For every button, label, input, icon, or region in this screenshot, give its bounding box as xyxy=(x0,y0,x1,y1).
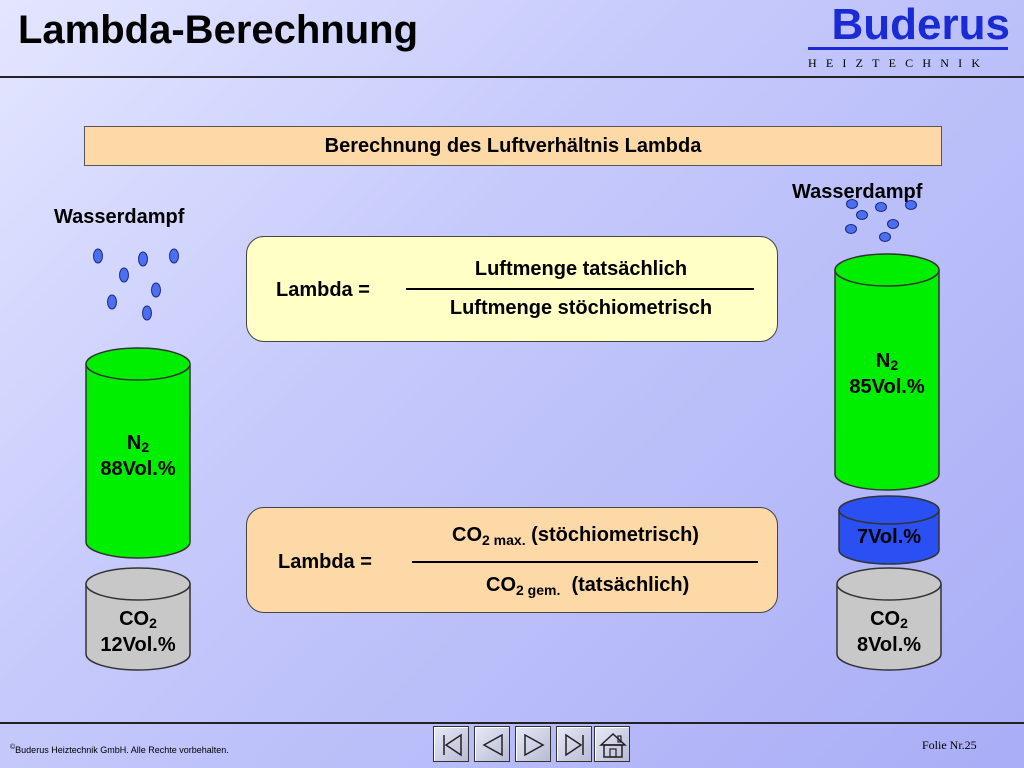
left-n2-cylinder xyxy=(85,347,191,559)
copyright-notice: ©Buderus Heiztechnik GmbH. Alle Rechte v… xyxy=(10,744,229,755)
droplet-icon xyxy=(107,294,117,310)
formula1-fraction-bar xyxy=(406,288,754,290)
copyright-mark: © xyxy=(10,744,16,751)
n2-subscript: 2 xyxy=(890,357,899,373)
right-co2-label: CO2 8Vol.% xyxy=(835,606,943,658)
left-n2-label: N2 88Vol.% xyxy=(84,430,192,482)
left-droplets xyxy=(93,248,179,321)
co2-formula: CO xyxy=(870,608,901,630)
section-banner: Berechnung des Luftverhältnis Lambda xyxy=(84,126,942,166)
left-co2-label: CO2 12Vol.% xyxy=(84,606,192,658)
next-icon xyxy=(524,733,545,757)
home-icon xyxy=(599,732,627,758)
right-droplets xyxy=(845,199,917,242)
nav-last-button[interactable] xyxy=(556,726,592,762)
den-subscript: 2 gem. xyxy=(516,582,561,598)
footer-divider xyxy=(0,722,1024,724)
nav-home-button[interactable] xyxy=(594,726,630,762)
header-divider xyxy=(0,76,1024,78)
n2-value: 85Vol.% xyxy=(849,376,925,398)
n2-formula: N xyxy=(875,350,891,372)
slide-number: Folie Nr.25 xyxy=(922,738,977,752)
formula2-denominator: CO2 gem. (tatsächlich) xyxy=(486,574,689,598)
co2-value: 8Vol.% xyxy=(856,634,922,656)
last-icon xyxy=(565,733,584,757)
num-co-text: CO xyxy=(452,524,482,546)
droplet-icon xyxy=(887,219,899,229)
num-subscript: 2 max. xyxy=(482,532,526,548)
n2-value: 88Vol.% xyxy=(100,458,176,480)
droplet-icon xyxy=(856,210,868,220)
right-o2-label: 7Vol.% xyxy=(856,526,922,548)
left-co2-cylinder xyxy=(85,567,191,671)
nav-next-button[interactable] xyxy=(515,726,551,762)
droplet-icon xyxy=(142,305,152,321)
droplet-icon xyxy=(93,248,103,264)
num-label: (stöchiometrisch) xyxy=(531,524,699,546)
lambda-formula-co2 xyxy=(246,507,778,613)
droplet-icon xyxy=(119,267,129,283)
droplet-icon xyxy=(875,202,887,212)
co2-subscript: 2 xyxy=(149,615,157,631)
page-title: Lambda-Berechnung xyxy=(18,8,419,52)
n2-formula: N xyxy=(126,432,142,454)
logo-underline xyxy=(808,47,1008,50)
formula2-fraction-bar xyxy=(412,561,758,563)
right-n2-label: N2 85Vol.% xyxy=(833,348,941,400)
droplet-icon xyxy=(138,251,148,267)
copyright-text: Buderus Heiztechnik GmbH. Alle Rechte vo… xyxy=(15,745,229,755)
left-vapor-label: Wasserdampf xyxy=(54,206,185,228)
co2-formula: CO xyxy=(119,608,150,630)
den-co-text: CO xyxy=(486,574,516,596)
buderus-logo: Buderus xyxy=(831,0,1010,49)
droplet-icon xyxy=(845,224,857,234)
formula1-lhs: Lambda = xyxy=(276,279,370,301)
n2-subscript: 2 xyxy=(141,439,150,455)
droplet-icon xyxy=(169,248,179,264)
droplet-icon xyxy=(879,232,891,242)
formula2-numerator: CO2 max. (stöchiometrisch) xyxy=(452,524,699,548)
right-n2-cylinder xyxy=(834,253,940,491)
formula1-denominator: Luftmenge stöchiometrisch xyxy=(449,297,713,319)
nav-prev-button[interactable] xyxy=(474,726,510,762)
prev-icon xyxy=(482,733,503,757)
right-vapor-label: Wasserdampf xyxy=(792,181,923,203)
formula2-lhs: Lambda = xyxy=(278,551,372,573)
right-co2-cylinder xyxy=(836,567,942,671)
formula1-numerator: Luftmenge tatsächlich xyxy=(474,258,688,280)
droplet-icon xyxy=(846,199,858,209)
droplet-icon xyxy=(905,200,917,210)
nav-first-button[interactable] xyxy=(433,726,469,762)
right-o2-cylinder xyxy=(838,495,940,565)
co2-value: 12Vol.% xyxy=(100,634,176,656)
first-icon xyxy=(443,733,462,757)
den-label: (tatsächlich) xyxy=(571,574,690,596)
logo-subtitle: HEIZTECHNIK xyxy=(808,56,990,70)
co2-subscript: 2 xyxy=(900,615,908,631)
droplet-icon xyxy=(151,282,161,298)
